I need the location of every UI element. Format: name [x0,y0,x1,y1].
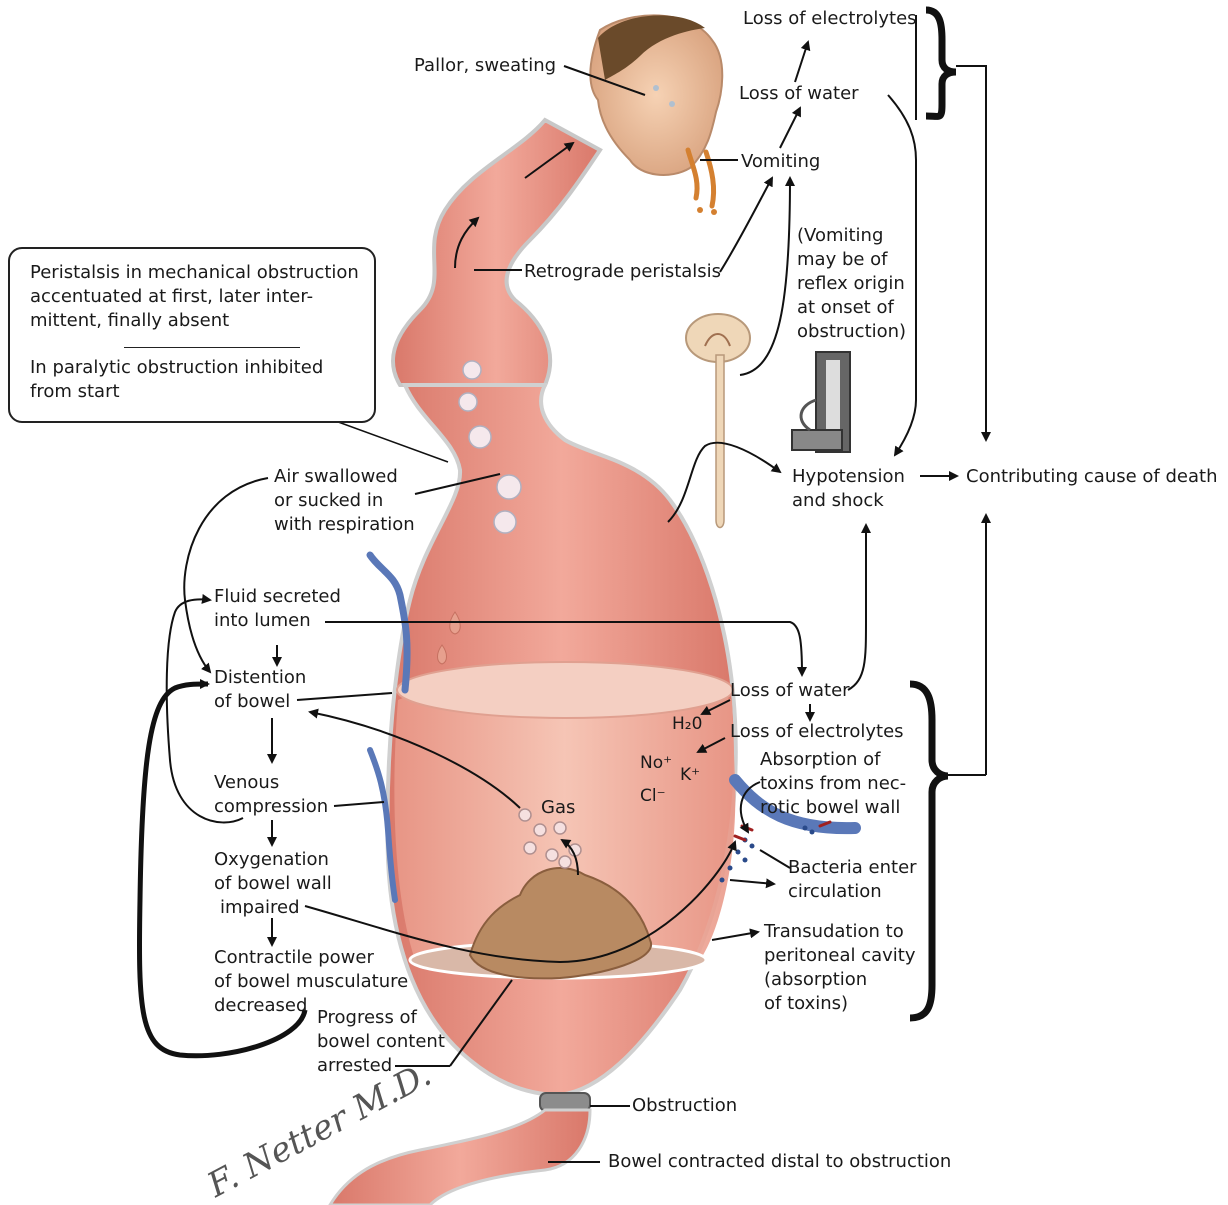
label-loss-electrolytes-mid: Loss of electrolytes [730,720,904,744]
label-gas: Gas [541,796,575,820]
label-transudation: Transudation to peritoneal cavity (absor… [764,920,916,1016]
sphygmomanometer [792,352,850,452]
box-mechanical-text: Peristalsis in mechanical obstruction ac… [30,261,359,333]
label-bacteria: Bacteria enter circulation [788,856,917,904]
box-paralytic-text: In paralytic obstruction inhibited from … [30,356,323,404]
label-fluid-secreted: Fluid secreted into lumen [214,585,341,633]
label-absorption-toxins: Absorption of toxins from nec- rotic bow… [760,748,906,820]
label-loss-water-top: Loss of water [739,82,859,106]
label-air-swallowed: Air swallowed or sucked in with respirat… [274,465,415,537]
label-chloride: Cl⁻ [640,784,666,808]
label-retrograde-peristalsis: Retrograde peristalsis [524,260,721,284]
upper-bowel-loop [393,120,600,385]
label-potassium: K⁺ [680,763,700,787]
label-distention: Distention of bowel [214,666,306,714]
label-loss-water-mid: Loss of water [730,679,850,703]
label-sodium: No⁺ [640,751,672,775]
label-hypotension-shock: Hypotension and shock [792,465,905,513]
label-venous-compression: Venous compression [214,771,328,819]
fluid-surface [397,662,733,718]
brace-top [926,10,956,116]
label-contributing-cause: Contributing cause of death [966,465,1217,489]
brain-spinal-cord [686,314,750,528]
obstruction-band [540,1093,590,1111]
peristalsis-note-box: Peristalsis in mechanical obstruction ac… [8,247,376,423]
brace-bottom [910,684,948,1018]
patient-head [590,15,722,215]
label-pallor: Pallor, sweating [414,54,556,78]
label-oxygenation: Oxygenation of bowel wall impaired [214,848,332,920]
label-vomiting: Vomiting [741,150,820,174]
label-vomiting-note: (Vomiting may be of reflex origin at ons… [797,224,906,344]
label-bowel-contracted: Bowel contracted distal to obstruction [608,1150,951,1174]
box-divider [124,347,300,348]
label-obstruction: Obstruction [632,1094,737,1118]
label-h2o: H₂0 [672,712,702,736]
label-loss-electrolytes-top: Loss of electrolytes [743,7,917,31]
